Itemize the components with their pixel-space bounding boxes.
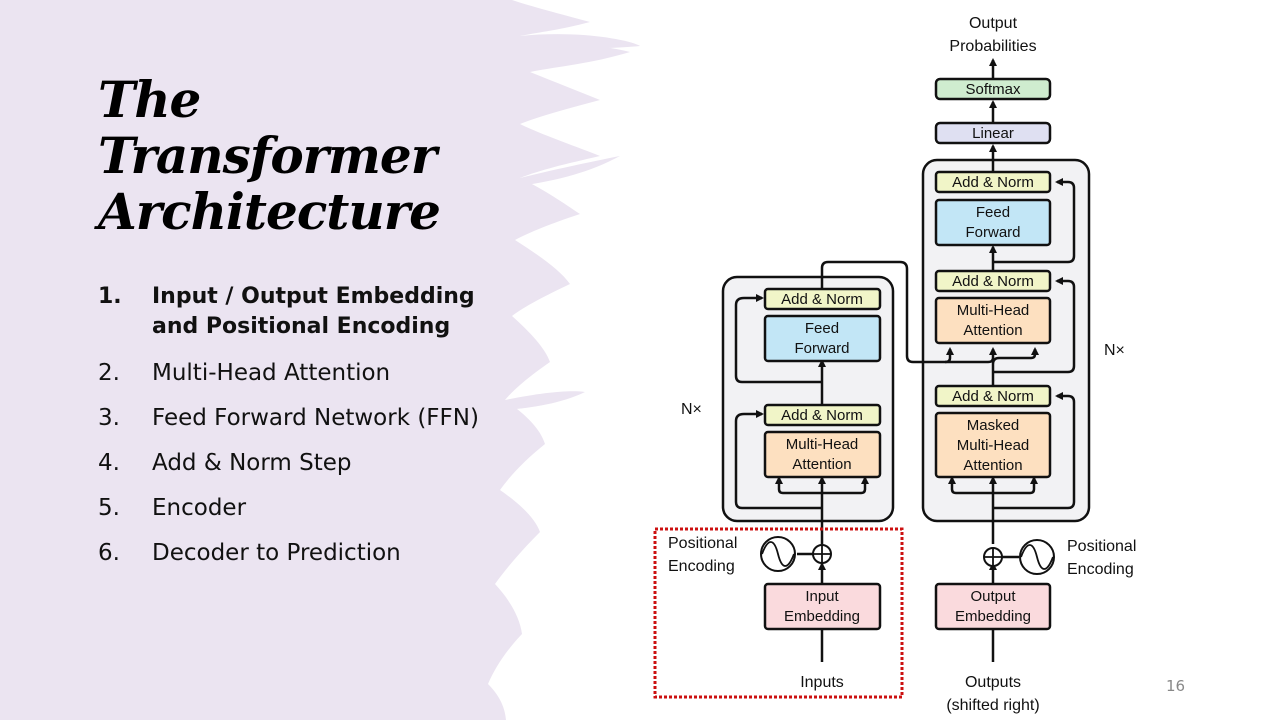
encoder-feed-forward bbox=[763, 314, 882, 363]
encoder-feed-forward-label: Feed bbox=[805, 320, 839, 337]
encoder-attention-label: Attention bbox=[792, 456, 851, 473]
agenda-text: Decoder to Prediction bbox=[152, 540, 401, 566]
input-positional-encoding-label: Encoding bbox=[668, 558, 735, 575]
decoder-query-line bbox=[991, 347, 1039, 365]
agenda-item-active: 1. Input / Output Embedding and Position… bbox=[98, 282, 512, 342]
encoder-add-norm-top-label: Add & Norm bbox=[781, 291, 863, 308]
add-icon-cross bbox=[984, 548, 1002, 566]
decoder-cross-attention bbox=[934, 296, 1052, 345]
brush-streak bbox=[505, 391, 585, 410]
encoder-add-norm-bottom-label: Add & Norm bbox=[781, 407, 863, 424]
highlight-box bbox=[653, 527, 904, 699]
sine-wave-path bbox=[1020, 544, 1054, 570]
agenda-item: 2. Multi-Head Attention bbox=[98, 358, 512, 388]
brush-shape bbox=[0, 0, 630, 720]
encoder-to-decoder-line bbox=[945, 347, 997, 364]
output-embedding-label: Output bbox=[970, 588, 1016, 605]
decoder-add-norm-mid bbox=[934, 269, 1052, 293]
decoder-masked-attention-label: Masked bbox=[967, 417, 1020, 434]
decoder-feed-forward bbox=[934, 198, 1052, 247]
decoder-add-norm-top-label: Add & Norm bbox=[952, 174, 1034, 191]
linear-box bbox=[934, 121, 1052, 145]
agenda-number: 4. bbox=[98, 450, 120, 476]
agenda-number: 5. bbox=[98, 495, 120, 521]
agenda-text: Feed Forward Network (FFN) bbox=[152, 405, 479, 431]
outputs-label: (shifted right) bbox=[946, 697, 1039, 714]
output-embedding-box bbox=[934, 582, 1052, 631]
encoder-add-norm-bottom bbox=[763, 403, 882, 427]
encoder-attention-label: Multi-Head bbox=[786, 436, 859, 453]
encoder-repeat-label: N× bbox=[681, 401, 702, 418]
sine-wave-path bbox=[761, 541, 795, 567]
agenda-text: Multi-Head Attention bbox=[152, 360, 391, 386]
agenda-number: 6. bbox=[98, 540, 120, 566]
input-positional-encoding-label: Positional bbox=[668, 535, 737, 552]
outputs-label: Outputs bbox=[965, 674, 1021, 691]
decoder-feed-forward-label: Forward bbox=[965, 224, 1020, 241]
decoder-residual-2 bbox=[993, 277, 1076, 374]
decoder-masked-fork bbox=[993, 476, 1038, 495]
input-embedding-box bbox=[763, 582, 882, 631]
slide-title: The Transformer Architecture bbox=[98, 70, 441, 241]
encoder-add-norm-top bbox=[763, 287, 882, 311]
agenda-item: 4. Add & Norm Step bbox=[98, 448, 512, 478]
decoder-add-norm-bottom-label: Add & Norm bbox=[952, 388, 1034, 405]
encoder-attention-fork bbox=[775, 476, 822, 495]
output-positional-encoding-label: Positional bbox=[1067, 538, 1136, 555]
decoder-masked-attention bbox=[934, 411, 1052, 479]
agenda-number: 1. bbox=[98, 284, 122, 309]
output-probabilities-label: Probabilities bbox=[949, 38, 1036, 55]
encoder-multi-head-attention bbox=[763, 430, 882, 479]
decoder-cross-attention-label: Attention bbox=[963, 322, 1022, 339]
encoder-feed-forward-label: Forward bbox=[794, 340, 849, 357]
encoder-residual-1 bbox=[734, 410, 822, 510]
agenda-item: 6. Decoder to Prediction bbox=[98, 538, 512, 568]
decoder-feed-forward-label: Feed bbox=[976, 204, 1010, 221]
decoder-add-norm-bottom bbox=[934, 384, 1052, 408]
softmax-label: Softmax bbox=[965, 81, 1021, 98]
decoder-residual-1 bbox=[993, 392, 1076, 510]
output-probabilities-label: Output bbox=[969, 15, 1018, 32]
agenda-text: Encoder bbox=[152, 495, 247, 521]
title-line: Transformer bbox=[98, 126, 437, 185]
decoder-masked-attention-label: Multi-Head bbox=[957, 437, 1030, 454]
input-embedding-label: Embedding bbox=[784, 608, 860, 625]
output-positional-encoding-label: Encoding bbox=[1067, 561, 1134, 578]
decoder-masked-fork bbox=[948, 476, 993, 495]
decoder-cross-attention-label: Multi-Head bbox=[957, 302, 1030, 319]
agenda-number: 2. bbox=[98, 360, 120, 386]
page-number: 16 bbox=[1166, 677, 1186, 695]
agenda-list: 1. Input / Output Embedding and Position… bbox=[98, 282, 512, 583]
brush-streak bbox=[520, 34, 640, 49]
decoder-masked-attention-label: Attention bbox=[963, 457, 1022, 474]
softmax-box bbox=[934, 77, 1052, 101]
title-line: Architecture bbox=[98, 182, 441, 241]
agenda-text: Add & Norm Step bbox=[152, 450, 352, 476]
agenda-text: Input / Output Embedding and Positional … bbox=[152, 284, 475, 339]
decoder-add-norm-top bbox=[934, 170, 1052, 194]
encoder-block bbox=[721, 275, 895, 523]
output-embedding-label: Embedding bbox=[955, 608, 1031, 625]
title-line: The bbox=[98, 70, 201, 129]
encoder-residual-2 bbox=[734, 294, 822, 384]
input-embedding-label: Input bbox=[805, 588, 839, 605]
add-icon-cross bbox=[813, 545, 831, 563]
decoder-repeat-label: N× bbox=[1104, 342, 1125, 359]
encoder-attention-fork bbox=[822, 476, 869, 495]
decoder-residual-3 bbox=[993, 178, 1076, 264]
inputs-label: Inputs bbox=[800, 674, 844, 691]
decoder-add-norm-mid-label: Add & Norm bbox=[952, 273, 1034, 290]
linear-label: Linear bbox=[972, 125, 1014, 142]
brush-streak bbox=[520, 156, 620, 186]
agenda-item: 5. Encoder bbox=[98, 493, 512, 523]
agenda-item: 3. Feed Forward Network (FFN) bbox=[98, 403, 512, 433]
agenda-number: 3. bbox=[98, 405, 120, 431]
